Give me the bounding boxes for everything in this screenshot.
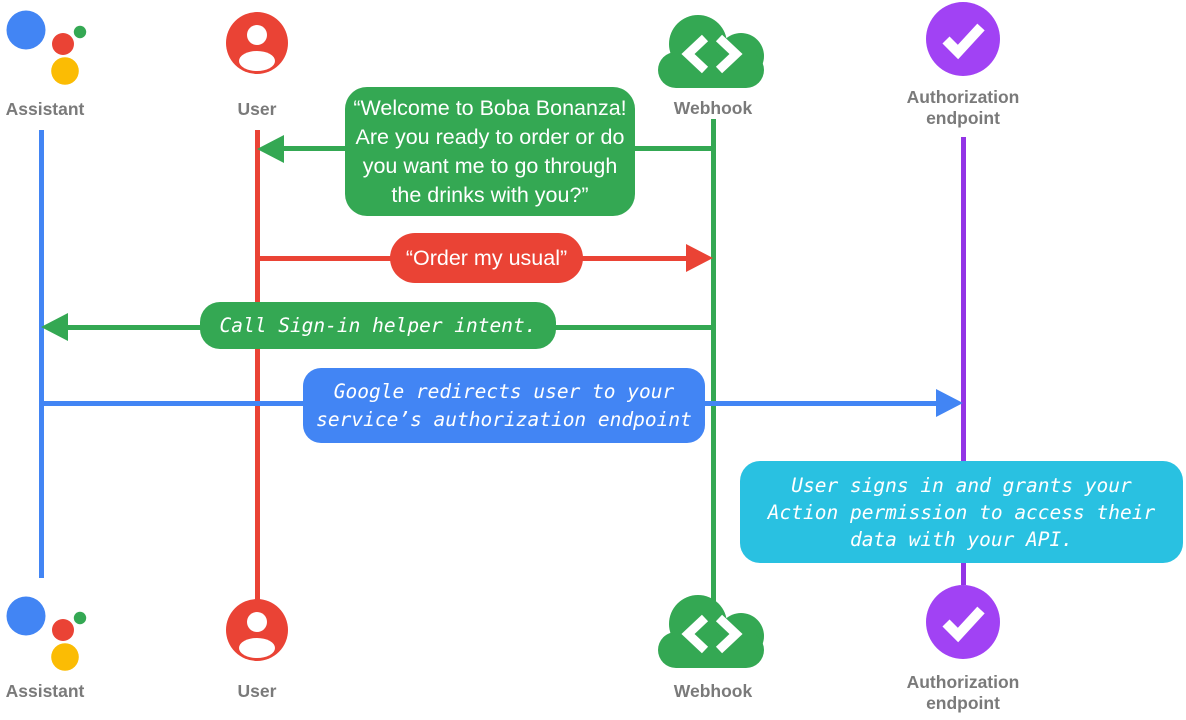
note-user-signs-in: User signs in and grants your Action per…	[740, 461, 1183, 563]
message-welcome: “Welcome to Boba Bonanza! Are you ready …	[345, 87, 635, 216]
cloud-code-icon	[658, 595, 764, 668]
assistant-lifeline	[39, 130, 44, 578]
message-call-signin-helper: Call Sign-in helper intent.	[200, 302, 556, 349]
assistant-label: Assistant	[5, 99, 85, 119]
check-circle-icon	[926, 585, 1000, 659]
arrowhead-left-icon	[257, 135, 284, 163]
message-order-my-usual: “Order my usual”	[390, 233, 583, 283]
google-assistant-icon	[6, 596, 87, 671]
person-circle-icon	[226, 599, 288, 661]
assistant-label: Assistant	[5, 681, 85, 701]
arrowhead-left-icon	[41, 313, 68, 341]
check-circle-icon	[926, 2, 1000, 76]
user-label: User	[237, 99, 277, 119]
person-circle-icon	[226, 12, 288, 74]
webhook-lifeline	[711, 119, 716, 606]
cloud-code-icon	[658, 15, 764, 88]
webhook-label: Webhook	[673, 98, 753, 118]
authorization-endpoint-label: Authorization endpoint	[906, 87, 1020, 128]
authorization-lifeline	[961, 137, 966, 585]
user-label: User	[237, 681, 277, 701]
arrowhead-right-icon	[686, 244, 713, 272]
authorization-endpoint-label: Authorization endpoint	[906, 672, 1020, 713]
google-assistant-icon	[6, 10, 87, 85]
message-google-redirects: Google redirects user to your service’s …	[303, 368, 705, 443]
webhook-label: Webhook	[673, 681, 753, 701]
arrowhead-right-icon	[936, 389, 963, 417]
user-lifeline	[255, 130, 260, 602]
